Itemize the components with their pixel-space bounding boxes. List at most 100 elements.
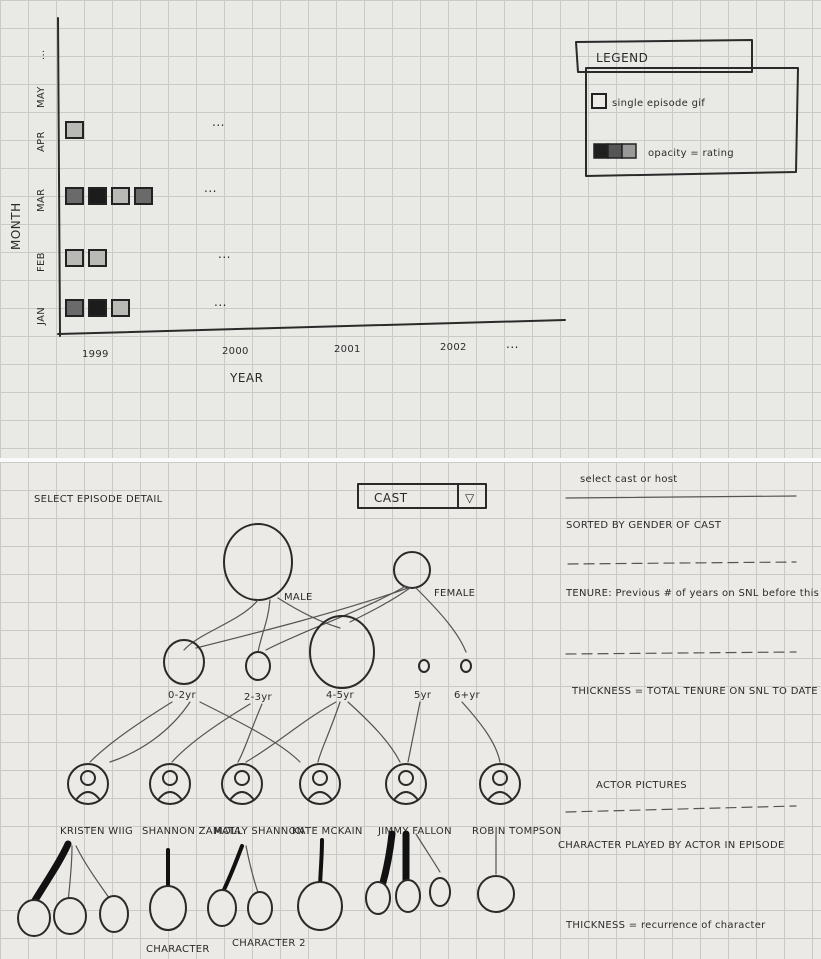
legend-frame bbox=[585, 67, 799, 177]
actor-6[interactable]: ROBIN TOMPSON bbox=[472, 763, 562, 837]
row-ellipsis-feb: ... bbox=[218, 247, 231, 261]
label-female: FEMALE bbox=[434, 588, 475, 599]
actor-avatar-icon bbox=[67, 763, 109, 805]
tenure-label-4-5: 4-5yr bbox=[326, 690, 354, 701]
episode-cell-mar-2[interactable] bbox=[88, 187, 107, 205]
character-label: CHARACTER bbox=[146, 944, 210, 955]
actor-avatar-icon bbox=[479, 763, 521, 805]
actor-head-icon bbox=[398, 770, 414, 786]
y-axis-title: MONTH bbox=[9, 202, 23, 250]
actor-head-icon bbox=[312, 770, 328, 786]
calendar-chart-sketch: MONTH JAN FEB MAR APR MAY ... ... ... ..… bbox=[9, 17, 799, 385]
character-face-5 bbox=[207, 889, 237, 927]
y-tick-mar: MAR bbox=[36, 189, 47, 212]
character-face-2 bbox=[53, 897, 87, 935]
character-label-2: CHARACTER 2 bbox=[232, 938, 306, 949]
legend-title-box bbox=[575, 39, 753, 73]
legend-item-opacity: opacity = rating bbox=[648, 148, 734, 159]
character-face-10 bbox=[429, 877, 451, 907]
episode-cell-jan-3[interactable] bbox=[111, 299, 130, 317]
cast-network-sketch: SELECT EPISODE DETAIL CAST ▽ select cast… bbox=[17, 474, 821, 955]
actor-body-icon bbox=[75, 791, 101, 801]
y-axis bbox=[57, 17, 61, 337]
x-axis bbox=[57, 319, 566, 335]
notes-column: select cast or host SORTED BY GENDER OF … bbox=[558, 474, 821, 931]
link-male-t1 bbox=[183, 599, 259, 651]
link-male-t2 bbox=[257, 599, 271, 653]
tenure-label-2-3: 2-3yr bbox=[244, 692, 272, 703]
actor-head-icon bbox=[162, 770, 178, 786]
link-female-t5 bbox=[415, 587, 467, 653]
x-tick-2002: 2002 bbox=[440, 342, 467, 353]
actor-name: JIMMY FALLON bbox=[377, 826, 452, 837]
characters: CHARACTER CHARACTER 2 bbox=[17, 830, 515, 955]
note-actor-pictures: ACTOR PICTURES bbox=[596, 780, 687, 791]
legend: LEGEND single episode gif opacity = rati… bbox=[575, 39, 799, 177]
link-female-t3 bbox=[349, 587, 411, 623]
cast-dropdown-value: CAST bbox=[374, 491, 408, 505]
episode-cell-feb-2[interactable] bbox=[88, 249, 107, 267]
actor-avatar-icon bbox=[385, 763, 427, 805]
actor-5[interactable]: JIMMY FALLON bbox=[377, 763, 452, 837]
episode-cell-mar-4[interactable] bbox=[134, 187, 153, 205]
chevron-down-icon: ▽ bbox=[465, 491, 475, 505]
x-tick-2000: 2000 bbox=[222, 346, 249, 357]
actor-name: ROBIN TOMPSON bbox=[472, 826, 562, 837]
actor-head-icon bbox=[492, 770, 508, 786]
actor-head-icon bbox=[80, 770, 96, 786]
character-face-11 bbox=[477, 875, 515, 913]
episode-cell-jan-2[interactable] bbox=[88, 299, 107, 317]
link-female-t2 bbox=[265, 585, 407, 651]
actor-head-icon bbox=[234, 770, 250, 786]
y-tick-apr: APR bbox=[36, 131, 47, 152]
episode-cell-mar-3[interactable] bbox=[111, 187, 130, 205]
tenure-node-0-2 bbox=[163, 639, 205, 685]
actor-body-icon bbox=[393, 791, 419, 801]
character-face-4 bbox=[149, 885, 187, 931]
character-face-1 bbox=[17, 899, 51, 937]
character-face-6 bbox=[247, 891, 273, 925]
actor-1[interactable]: KRISTEN WIIG bbox=[60, 763, 133, 837]
episode-cell-jan-1[interactable] bbox=[65, 299, 84, 317]
actor-3[interactable]: MOLLY SHANNON bbox=[214, 763, 305, 837]
note-thickness-total: THICKNESS = TOTAL TENURE ON SNL TO DATE bbox=[571, 686, 818, 697]
top-sketch-sheet: MONTH JAN FEB MAR APR MAY ... ... ... ..… bbox=[0, 0, 821, 462]
link-female-t1 bbox=[195, 587, 409, 649]
tenure-node-4-5 bbox=[309, 615, 375, 689]
link-male-t3 bbox=[277, 597, 341, 629]
episode-cell-apr-1[interactable] bbox=[65, 121, 84, 139]
detail-title: SELECT EPISODE DETAIL bbox=[34, 494, 163, 505]
character-face-9 bbox=[395, 879, 421, 913]
tenure-node-6plus bbox=[460, 659, 472, 673]
note-thickness-recurrence: THICKNESS = recurrence of character bbox=[565, 920, 766, 931]
x-tick-2001: 2001 bbox=[334, 344, 361, 355]
character-face-7 bbox=[297, 881, 343, 931]
y-tick-jan: JAN bbox=[36, 307, 47, 326]
label-male: MALE bbox=[284, 592, 313, 603]
actor-4[interactable]: KATE MCKAIN bbox=[292, 763, 363, 837]
bottom-sketch-sheet: SELECT EPISODE DETAIL CAST ▽ select cast… bbox=[0, 462, 821, 959]
y-tick-feb: FEB bbox=[36, 252, 47, 272]
character-face-8 bbox=[365, 881, 391, 915]
actor-body-icon bbox=[487, 791, 513, 801]
note-sorted-by: SORTED BY GENDER OF CAST bbox=[566, 520, 722, 531]
gender-node-female bbox=[393, 551, 431, 589]
actor-2[interactable]: SHANNON ZAMATA bbox=[142, 763, 241, 837]
actor-name: KATE MCKAIN bbox=[292, 826, 363, 837]
episode-cell-mar-1[interactable] bbox=[65, 187, 84, 205]
row-ellipsis-apr: ... bbox=[212, 115, 225, 129]
cast-dropdown[interactable]: CAST ▽ bbox=[357, 483, 487, 509]
actor-body-icon bbox=[229, 791, 255, 801]
legend-swatch-opacity bbox=[593, 143, 637, 159]
x-tick-more: ... bbox=[506, 337, 519, 351]
actor-name: MOLLY SHANNON bbox=[214, 826, 305, 837]
episode-cells bbox=[65, 121, 153, 317]
x-axis-title: YEAR bbox=[229, 371, 263, 385]
tenure-label-0-2: 0-2yr bbox=[168, 690, 196, 701]
gender-node-male bbox=[223, 523, 293, 601]
episode-cell-feb-1[interactable] bbox=[65, 249, 84, 267]
actor-name: SHANNON ZAMATA bbox=[142, 826, 241, 837]
note-select: select cast or host bbox=[580, 474, 678, 485]
